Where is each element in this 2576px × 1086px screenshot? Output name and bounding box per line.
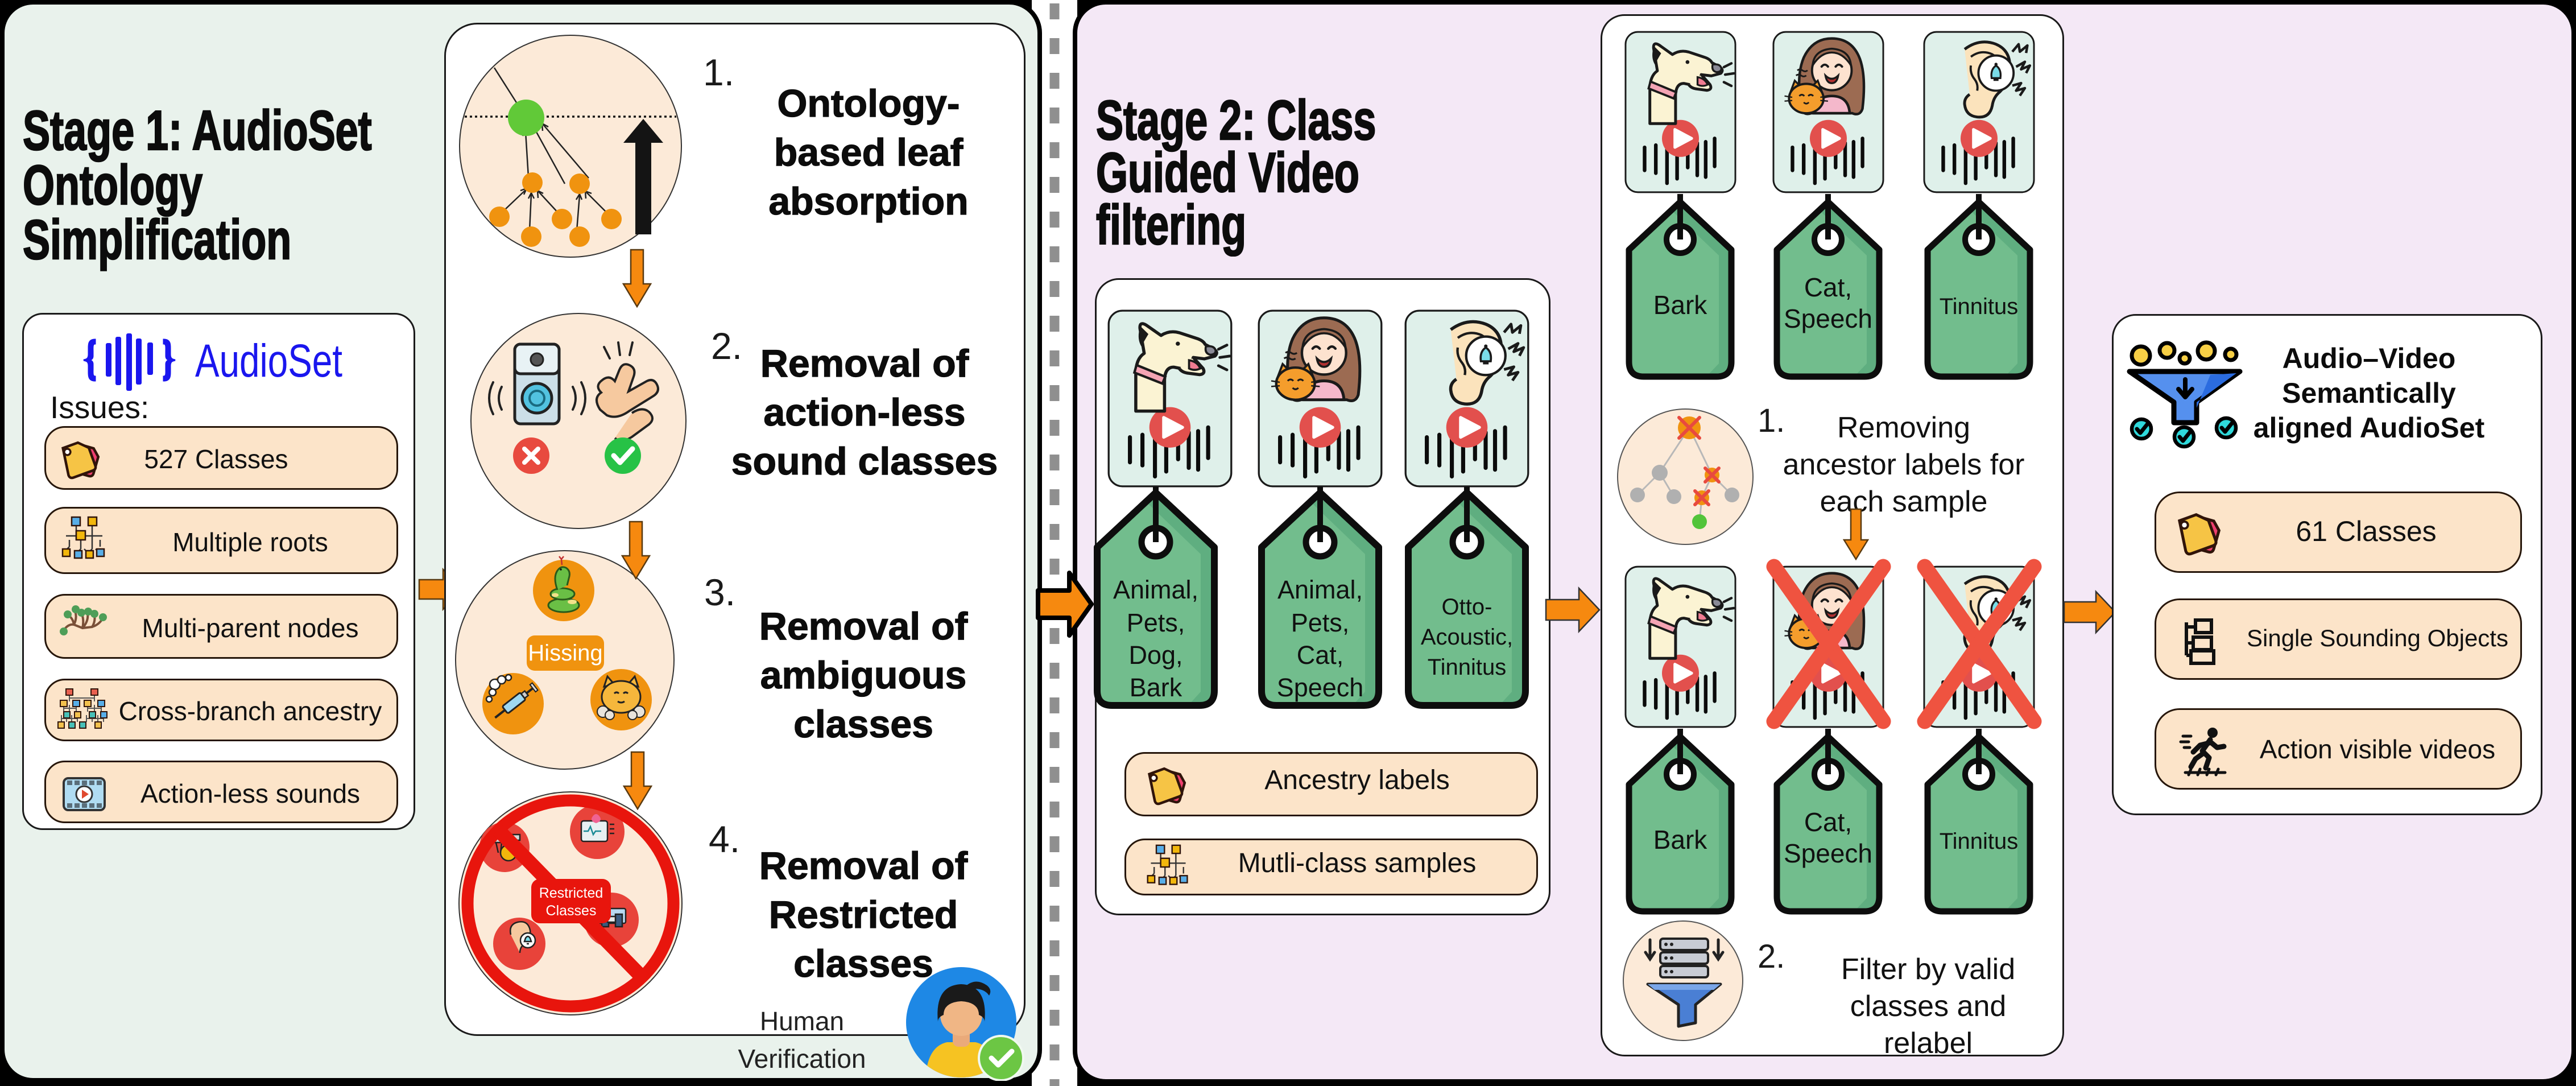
svg-text:Tinnitus: Tinnitus — [1940, 294, 2019, 319]
svg-text:Hissing: Hissing — [528, 641, 602, 666]
svg-text:Otto-: Otto- — [1442, 594, 1492, 620]
svg-text:i: i — [63, 787, 65, 802]
svg-text:Bark: Bark — [1653, 290, 1708, 320]
svg-text:Classes: Classes — [546, 903, 597, 919]
svg-text:Bark: Bark — [1130, 673, 1182, 702]
svg-text:Bark: Bark — [1653, 825, 1708, 854]
svg-text:Dog,: Dog, — [1128, 641, 1182, 670]
svg-text:Cat,: Cat, — [1297, 641, 1344, 670]
svg-text:Speech: Speech — [1784, 304, 1872, 333]
svg-text:AudioSet: AudioSet — [195, 335, 342, 387]
svg-text:Tinnitus: Tinnitus — [1940, 829, 2019, 854]
svg-text:Animal,: Animal, — [1277, 575, 1363, 604]
svg-text:Speech: Speech — [1277, 673, 1364, 702]
svg-text:Restricted: Restricted — [539, 885, 603, 901]
svg-text:Animal,: Animal, — [1113, 575, 1198, 604]
svg-text:Cat,: Cat, — [1804, 807, 1852, 837]
svg-text:Cat,: Cat, — [1804, 272, 1852, 302]
svg-text:Pets,: Pets, — [1127, 608, 1185, 637]
svg-text:Speech: Speech — [1784, 839, 1872, 868]
svg-text:Tinnitus: Tinnitus — [1428, 655, 1507, 680]
svg-text:Pets,: Pets, — [1291, 608, 1350, 637]
svg-text:Acoustic,: Acoustic, — [1421, 625, 1513, 650]
